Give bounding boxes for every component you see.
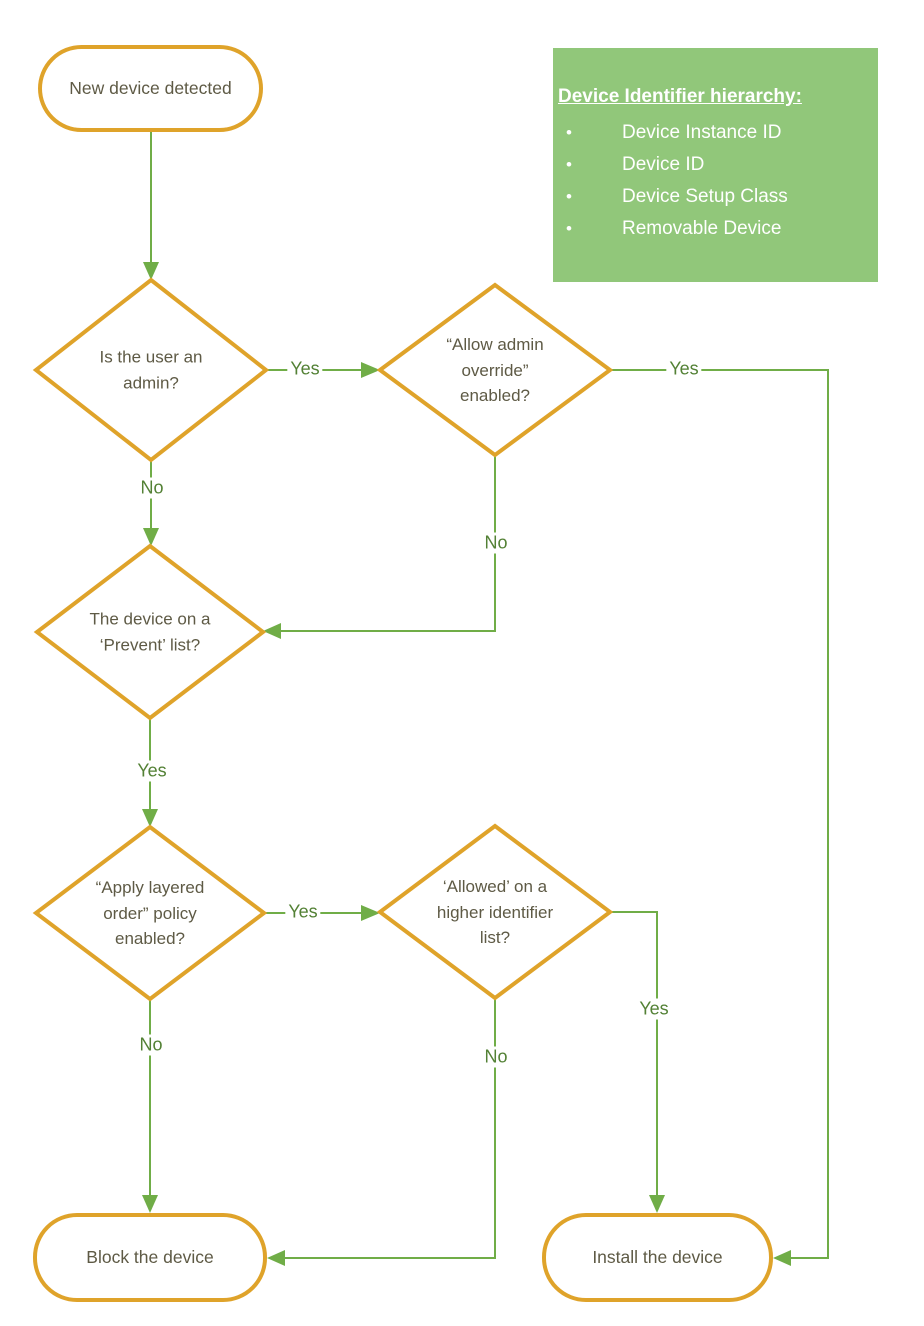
arrowhead-left-into-install — [773, 1250, 791, 1266]
terminal-block-node: Block the device — [33, 1213, 267, 1302]
arrowhead-right-into-allowed — [361, 905, 380, 921]
edge-label-layered-no: No — [136, 1034, 166, 1056]
decision-prevent-label: The device on a ‘Prevent’ list? — [89, 609, 211, 655]
edge-label-admin-yes: Yes — [287, 358, 323, 380]
edge-label-layered-yes: Yes — [285, 901, 321, 923]
terminal-install-label: Install the device — [592, 1247, 723, 1267]
decision-override-shape — [376, 282, 614, 458]
legend-item-label: Device ID — [622, 154, 705, 175]
edge-label-override-no: No — [481, 532, 511, 554]
arrowhead-down-into-layered — [142, 809, 158, 827]
edge-label-prevent-yes: Yes — [134, 760, 170, 782]
edge-allowed-yes — [610, 911, 658, 1196]
bullet-icon: • — [566, 187, 572, 206]
edge-label-override-yes: Yes — [666, 358, 702, 380]
terminal-install-node: Install the device — [542, 1213, 773, 1302]
legend-item-label: Device Instance ID — [622, 122, 782, 143]
legend-item-label: Removable Device — [622, 218, 782, 239]
legend-item-label: Device Setup Class — [622, 186, 788, 207]
bullet-icon: • — [566, 219, 572, 238]
legend-list: • Device Instance ID • Device ID • Devic… — [558, 117, 872, 245]
arrowhead-left-into-block — [267, 1250, 285, 1266]
legend-item: • Device ID — [558, 149, 872, 181]
arrowhead-down-into-block — [142, 1195, 158, 1213]
edge-label-admin-no: No — [137, 477, 167, 499]
edge-label-allowed-yes: Yes — [636, 998, 672, 1020]
legend-box: Device Identifier hierarchy: • Device In… — [553, 48, 878, 282]
legend-item: • Device Instance ID — [558, 117, 872, 149]
decision-layered-label: “Apply layered order” policy enabled? — [95, 877, 205, 948]
edge-label-allowed-no: No — [481, 1046, 511, 1068]
legend-item: • Removable Device — [558, 213, 872, 245]
decision-admin-label: Is the user an admin? — [99, 347, 203, 393]
decision-allowed-shape — [376, 823, 614, 1001]
decision-override-label: “Allow admin override” enabled? — [446, 334, 544, 405]
arrowhead-left-into-prevent — [263, 623, 281, 639]
decision-allowed-label: ‘Allowed’ on a higher identifier list? — [436, 876, 554, 947]
edge-allowed-no — [284, 998, 496, 1259]
edge-override-yes — [610, 369, 829, 1259]
arrowhead-down-into-prevent — [143, 528, 159, 546]
bullet-icon: • — [566, 123, 572, 142]
terminal-block-label: Block the device — [86, 1247, 214, 1267]
start-node-label: New device detected — [69, 78, 232, 98]
decision-prevent-shape — [33, 543, 267, 721]
start-node: New device detected — [38, 45, 263, 132]
decision-admin-shape — [32, 277, 270, 463]
legend-item: • Device Setup Class — [558, 181, 872, 213]
edge-override-no — [280, 455, 496, 632]
bullet-icon: • — [566, 155, 572, 174]
arrowhead-down-into-install — [649, 1195, 665, 1213]
arrowhead-down-into-admin — [143, 262, 159, 280]
decision-layered-shape — [32, 824, 268, 1002]
legend-title: Device Identifier hierarchy: — [558, 86, 802, 107]
arrowhead-right-into-override — [361, 362, 380, 378]
